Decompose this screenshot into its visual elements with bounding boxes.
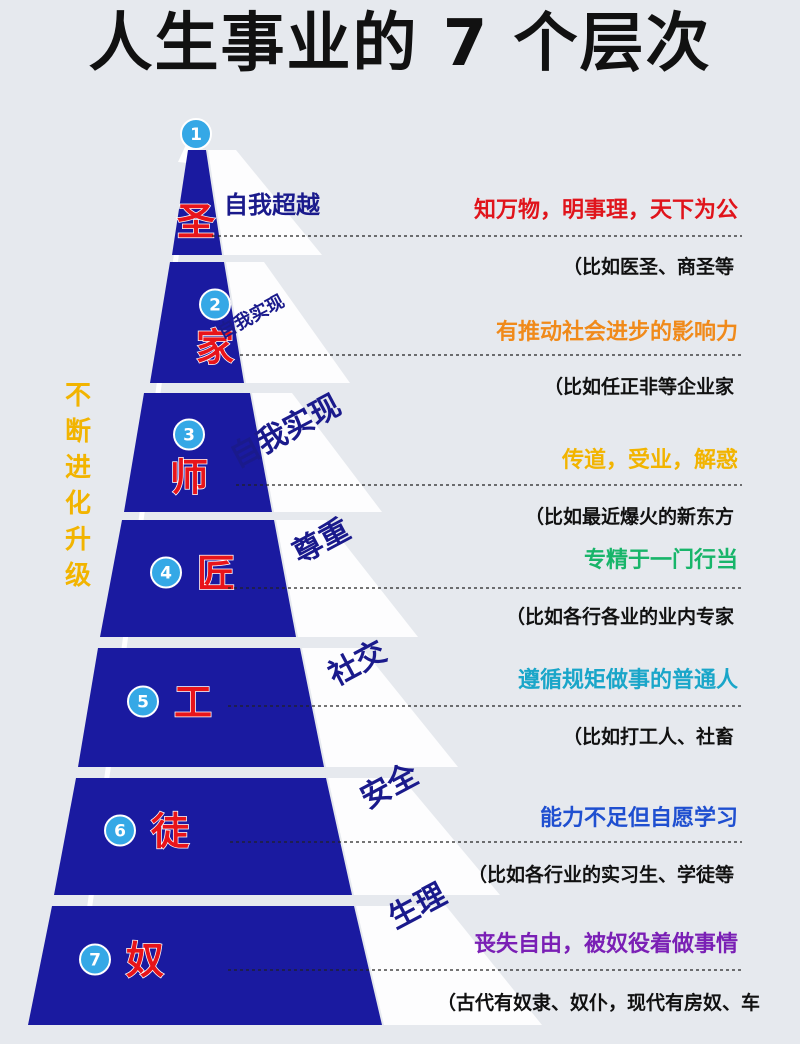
level-number-6: 6 [114, 822, 126, 842]
level-char-5: 工 [174, 681, 212, 725]
need-band-4 [276, 520, 418, 637]
need-band-1 [208, 150, 322, 255]
level-number-7: 7 [89, 951, 101, 971]
tier-4 [100, 520, 296, 637]
level-number-circle-6 [104, 814, 136, 847]
side-label-char: 化 [64, 489, 91, 519]
need-band-7 [356, 906, 542, 1025]
level-number-5: 5 [137, 693, 149, 713]
level-example-4: （比如各行各业的业内专家 [505, 606, 734, 628]
level-desc-3: 传道，受业，解惑 [561, 448, 738, 473]
level-desc-5: 遵循规矩做事的普通人 [517, 668, 738, 693]
level-number-circle-3 [173, 418, 205, 451]
side-label-char: 级 [64, 561, 91, 591]
tier-7 [28, 906, 382, 1025]
level-number-1: 1 [190, 125, 202, 145]
level-number-circle-5 [127, 685, 159, 718]
level-char-1: 圣 [177, 200, 215, 244]
tier-6 [54, 778, 352, 895]
level-desc-6: 能力不足但自愿学习 [539, 806, 738, 831]
level-number-circle-1 [180, 118, 212, 150]
side-label-upgrade: 不 断 进 化 升 级 [60, 378, 96, 594]
side-label-char: 不 [64, 381, 91, 411]
level-char-6: 徒 [150, 810, 190, 854]
level-number-4: 4 [160, 564, 172, 584]
side-label-char: 升 [64, 525, 91, 555]
level-char-4: 匠 [197, 552, 235, 596]
level-example-3: （比如最近爆火的新东方 [524, 506, 734, 528]
tier-1 [172, 150, 222, 255]
level-example-6: （比如各行业的实习生、学徒等 [467, 864, 734, 886]
level-number-3: 3 [183, 426, 195, 446]
level-number-2: 2 [209, 296, 221, 316]
level-char-2: 家 [196, 326, 234, 370]
level-example-2: （比如任正非等企业家 [543, 376, 734, 398]
level-char-3: 师 [170, 456, 208, 500]
tier-5 [78, 648, 324, 767]
level-desc-1: 知万物，明事理，天下为公 [473, 198, 738, 223]
need-band-5 [302, 648, 458, 767]
level-number-circle-7 [79, 943, 111, 976]
level-example-1: （比如医圣、商圣等 [562, 256, 734, 278]
side-label-char: 进 [64, 453, 91, 483]
level-number-circle-2 [199, 288, 231, 321]
need-band-6 [328, 778, 500, 895]
level-desc-2: 有推动社会进步的影响力 [495, 320, 738, 345]
side-label-char: 断 [64, 417, 91, 447]
level-desc-7: 丧失自由，被奴役着做事情 [473, 932, 738, 957]
page-title: 人生事业的 7 个层次 [88, 7, 712, 81]
need-band-2 [226, 262, 350, 383]
level-example-5: （比如打工人、社畜 [562, 726, 734, 748]
level-char-7: 奴 [126, 939, 164, 983]
level-desc-4: 专精于一门行当 [583, 548, 738, 573]
need-label-1: 自我超越 [224, 191, 321, 219]
tier-3 [124, 393, 272, 512]
level-example-7: （古代有奴隶、奴仆，现代有房奴、车 [436, 992, 760, 1014]
need-band-3 [252, 393, 382, 512]
level-number-circle-4 [150, 556, 182, 589]
